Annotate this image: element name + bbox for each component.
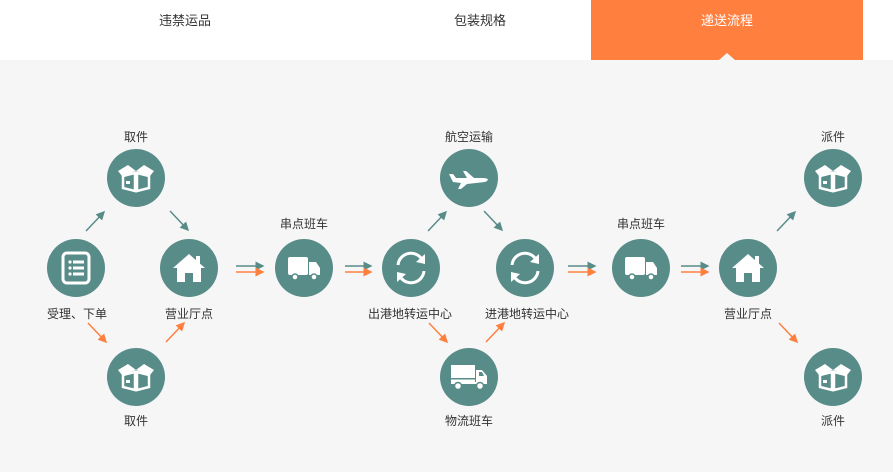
node-pickup-bottom (107, 348, 165, 406)
node-air (440, 149, 498, 207)
house-icon (732, 254, 764, 282)
node-shuttle-1 (275, 239, 333, 297)
label-deliver-bottom: 派件 (820, 414, 846, 428)
node-deliver-bottom (804, 348, 862, 406)
node-ground (440, 348, 498, 406)
tab-delivery-process[interactable]: 递送流程 (591, 0, 863, 60)
label-inbound-hub: 进港地转运中心 (484, 307, 570, 321)
label-outbound-hub: 出港地转运中心 (367, 307, 453, 321)
node-branch-dest (719, 239, 777, 297)
label-pickup-top: 取件 (123, 130, 149, 144)
refresh-icon (510, 251, 540, 285)
label-shuttle-1: 串点班车 (279, 217, 329, 231)
label-deliver-top: 派件 (820, 130, 846, 144)
box-icon (815, 364, 851, 392)
node-pickup-top (107, 149, 165, 207)
list-icon (61, 251, 91, 285)
node-accept-order (47, 239, 105, 297)
truck-icon (625, 257, 657, 281)
node-branch-origin (160, 239, 218, 297)
label-branch-dest: 营业厅点 (723, 307, 773, 321)
node-outbound-hub (382, 239, 440, 297)
delivery-flow-diagram: 受理、下单 取件 取件 营业厅点 串点班车 出港地转运中心 航空运输 物流班车 … (0, 60, 893, 472)
box-icon (815, 165, 851, 193)
flow-arrows (85, 210, 799, 344)
lorry-icon (451, 365, 487, 391)
refresh-icon (396, 251, 426, 285)
node-deliver-top (804, 149, 862, 207)
label-ground: 物流班车 (444, 414, 494, 428)
node-shuttle-2 (612, 239, 670, 297)
box-icon (118, 165, 154, 193)
airplane-icon (449, 171, 488, 189)
label-accept-order: 受理、下单 (46, 307, 108, 321)
label-pickup-bottom: 取件 (123, 414, 149, 428)
tab-prohibited-items[interactable]: 违禁运品 (158, 14, 211, 29)
box-icon (118, 364, 154, 392)
house-icon (173, 254, 205, 282)
tab-packaging-specs[interactable]: 包装规格 (453, 14, 506, 29)
label-branch-origin: 营业厅点 (164, 307, 214, 321)
node-inbound-hub (496, 239, 554, 297)
label-shuttle-2: 串点班车 (616, 217, 666, 231)
tab-bar: 违禁运品 包装规格 递送流程 (0, 0, 893, 60)
truck-icon (288, 257, 320, 281)
label-air: 航空运输 (444, 130, 494, 144)
